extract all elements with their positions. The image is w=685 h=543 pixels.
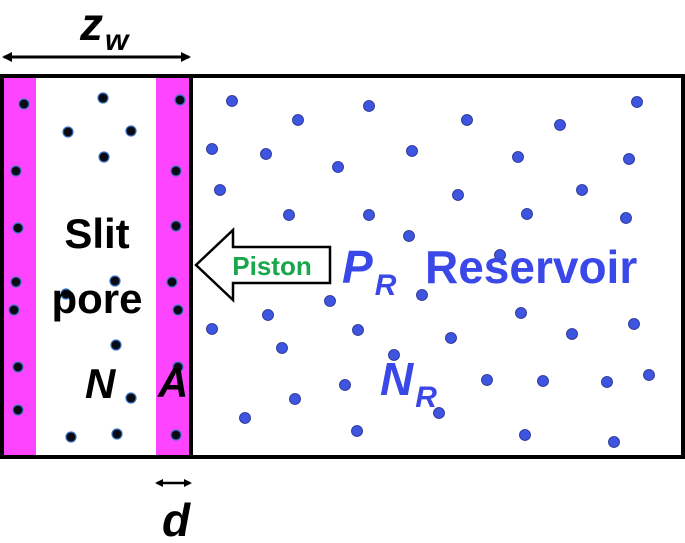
reservoir-particle bbox=[416, 289, 428, 301]
pore-particle bbox=[12, 404, 24, 416]
reservoir-particle bbox=[494, 249, 506, 261]
reservoir-particle bbox=[515, 307, 527, 319]
reservoir-particle bbox=[620, 212, 632, 224]
reservoir-particle bbox=[433, 407, 445, 419]
reservoir-particle bbox=[339, 379, 351, 391]
reservoir-particle bbox=[576, 184, 588, 196]
reservoir-particle bbox=[481, 374, 493, 386]
pore-particle bbox=[97, 92, 109, 104]
reservoir-particle bbox=[324, 295, 336, 307]
reservoir-particle bbox=[351, 425, 363, 437]
reservoir-particle bbox=[363, 209, 375, 221]
pressure-label: PR bbox=[342, 241, 397, 302]
pore-width-label: zw bbox=[79, 0, 130, 57]
reservoir-particle bbox=[206, 143, 218, 155]
pore-particle bbox=[172, 304, 184, 316]
reservoir-particle bbox=[214, 184, 226, 196]
wall-thickness-label: d bbox=[162, 494, 191, 543]
pore-particle bbox=[170, 429, 182, 441]
reservoir-particle bbox=[262, 309, 274, 321]
pore-particle bbox=[111, 428, 123, 440]
reservoir-particles bbox=[206, 95, 655, 448]
pore-particle bbox=[65, 431, 77, 443]
pore-particle bbox=[170, 220, 182, 232]
reservoir-particle bbox=[452, 189, 464, 201]
pore-label: pore bbox=[51, 275, 142, 322]
piston-icon bbox=[194, 227, 332, 303]
reservoir-particle bbox=[554, 119, 566, 131]
reservoir-particle bbox=[623, 153, 635, 165]
reservoir-particle bbox=[601, 376, 613, 388]
pore-particle bbox=[170, 165, 182, 177]
reservoir-particle bbox=[292, 114, 304, 126]
reservoir-particle bbox=[628, 318, 640, 330]
reservoir-particle bbox=[519, 429, 531, 441]
slit-label: Slit bbox=[64, 210, 129, 257]
reservoir-particle bbox=[276, 342, 288, 354]
reservoir-particle bbox=[289, 393, 301, 405]
reservoir-particle bbox=[363, 100, 375, 112]
reservoir-particle bbox=[283, 209, 295, 221]
reservoir-particle bbox=[608, 436, 620, 448]
piston-label: Piston bbox=[232, 251, 311, 281]
reservoir-particle bbox=[566, 328, 578, 340]
pore-particle bbox=[166, 276, 178, 288]
reservoir-particle bbox=[260, 148, 272, 160]
reservoir-particle bbox=[445, 332, 457, 344]
pore-particle bbox=[10, 165, 22, 177]
piston-arrow: Piston bbox=[194, 227, 332, 303]
pore-particle bbox=[98, 151, 110, 163]
pore-particle bbox=[18, 98, 30, 110]
reservoir-count-label: NR bbox=[380, 353, 437, 414]
reservoir-particle bbox=[239, 412, 251, 424]
pore-particle bbox=[110, 339, 122, 351]
left-wall bbox=[4, 76, 36, 457]
reservoir-particle bbox=[332, 161, 344, 173]
pore-particle bbox=[125, 125, 137, 137]
pore-particle bbox=[125, 392, 137, 404]
reservoir-particle bbox=[521, 208, 533, 220]
pore-particle bbox=[62, 126, 74, 138]
pore-particle bbox=[60, 288, 72, 300]
reservoir-particle bbox=[352, 324, 364, 336]
reservoir-label: Reservoir bbox=[425, 241, 637, 293]
area-label: A bbox=[157, 359, 188, 406]
pore-particle bbox=[172, 361, 184, 373]
pore-particle bbox=[8, 304, 20, 316]
reservoir-particle bbox=[643, 369, 655, 381]
reservoir-particle bbox=[226, 95, 238, 107]
reservoir-particle bbox=[631, 96, 643, 108]
reservoir-particle bbox=[512, 151, 524, 163]
reservoir-particle bbox=[206, 323, 218, 335]
pore-particle bbox=[10, 276, 22, 288]
reservoir-particle bbox=[403, 230, 415, 242]
pore-particle bbox=[12, 222, 24, 234]
reservoir-particle bbox=[537, 375, 549, 387]
reservoir-particle bbox=[406, 145, 418, 157]
right-wall bbox=[156, 76, 191, 457]
pore-count-label: N bbox=[85, 360, 117, 407]
pore-particle bbox=[12, 361, 24, 373]
pore-particle bbox=[109, 275, 121, 287]
reservoir-particle bbox=[461, 114, 473, 126]
system-frame bbox=[0, 74, 685, 459]
pore-particles bbox=[8, 92, 186, 443]
pore-particle bbox=[174, 94, 186, 106]
reservoir-particle bbox=[388, 349, 400, 361]
